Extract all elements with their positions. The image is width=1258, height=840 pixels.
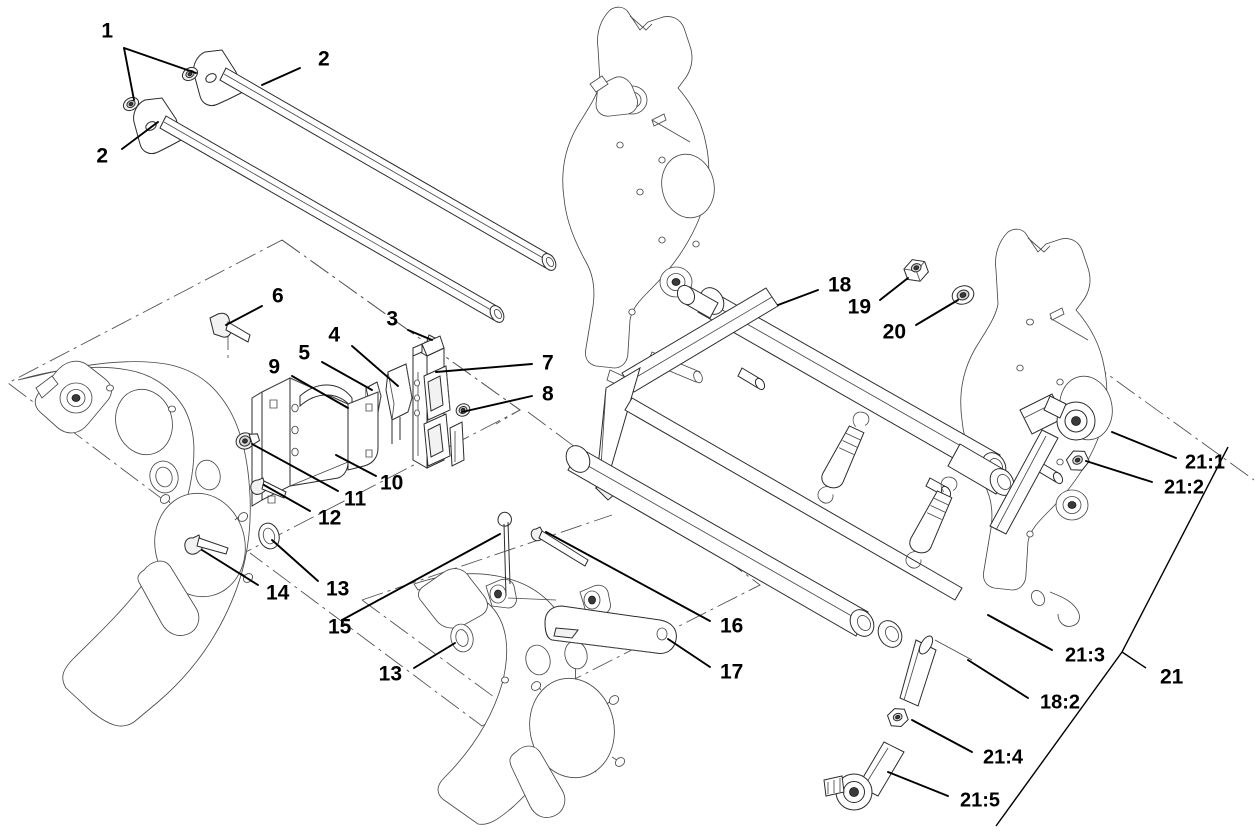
callout-4: 4 [328,324,340,347]
callout-21-3: 21:3 [1065,644,1105,666]
callout-13b: 13 [379,663,402,686]
callout-8: 8 [542,383,554,406]
part-21-4-jam-nut-lower [886,708,909,727]
callout-10: 10 [380,472,403,495]
part-7-mounting-plate [412,335,465,469]
callout-14: 14 [266,582,290,605]
part-15-hairpin-cotter [498,512,511,596]
callout-9: 9 [268,356,280,379]
part-6-shoulder-bolt [209,312,251,343]
assembly-21-bracket [995,446,1229,827]
left-deck-side-plate [17,360,254,727]
callout-leader-lines [121,47,1177,797]
callout-21-4: 21:4 [983,746,1024,768]
part-21-5-rod-end-lower [823,741,905,811]
callout-12: 12 [318,507,341,530]
part-10-11-bracket-weldment [251,377,379,507]
part-2-push-rods [133,49,557,323]
part-14-spacer-pin [184,534,229,555]
part-21-1-rod-end-upper [1019,393,1096,441]
callout-21-2: 21:2 [1164,476,1204,498]
part-21-3-threaded-rod [899,635,937,707]
callout-labels: 1 2 2 3 4 5 6 7 8 9 10 11 12 13 14 15 16… [96,20,1225,812]
part-21-2-jam-nut [1065,450,1090,471]
part-9-bushing [235,432,261,450]
callout-15: 15 [328,616,352,639]
extension-springs [817,411,958,569]
callout-16: 16 [720,615,743,638]
callout-1: 1 [101,20,113,43]
assembly-21-rod [823,393,1096,811]
callout-13a: 13 [326,578,349,601]
callout-7: 7 [542,352,554,375]
callout-11: 11 [344,488,367,511]
part-19-hex-nut [903,259,929,282]
callout-2a: 2 [318,48,330,71]
callout-3: 3 [386,308,398,331]
callout-18: 18 [828,274,852,297]
center-deck-side-plate [413,568,626,825]
callout-18-2: 18:2 [1040,691,1080,713]
callout-2b: 2 [96,145,108,168]
callout-17: 17 [720,661,743,684]
callout-21: 21 [1160,666,1184,689]
part-16-clevis-pin [530,526,589,567]
callout-20: 20 [883,321,906,344]
callout-21-5: 21:5 [960,789,1000,811]
callout-19: 19 [848,296,871,319]
top-center-deck-plate [562,6,715,393]
part-18-lift-frame [565,284,1064,648]
callout-6: 6 [272,285,284,308]
callout-21-1: 21:1 [1185,451,1225,473]
part-4-switch-block [385,363,413,444]
part-18-2-frame-rod [934,639,973,661]
part-17-link-arm [544,605,677,654]
callout-5: 5 [298,342,310,365]
